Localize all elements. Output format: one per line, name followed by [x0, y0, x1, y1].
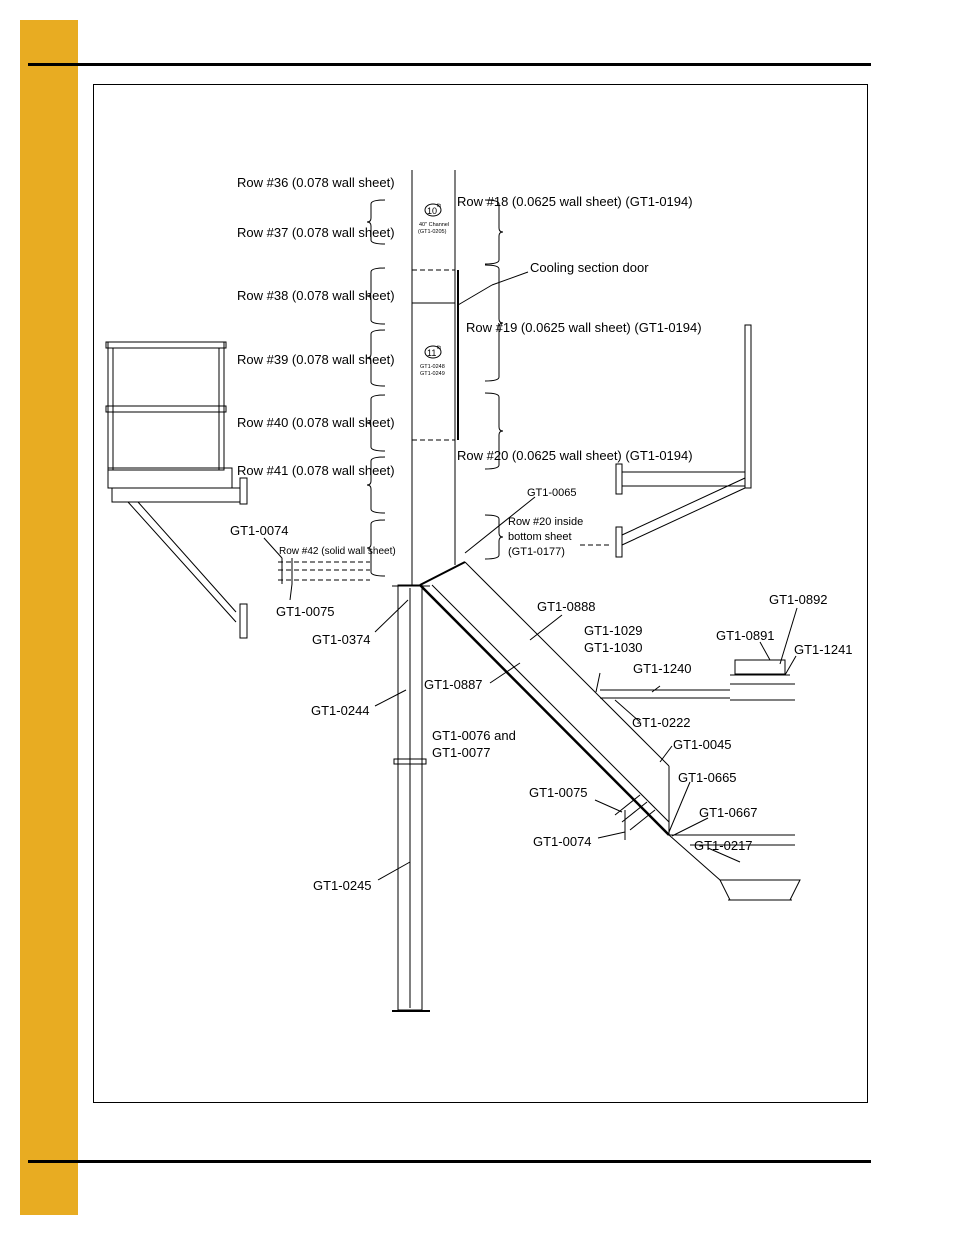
row-label: Row #38 (0.078 wall sheet) [237, 288, 395, 303]
row-42-label: Row #42 (solid wall sheet) [279, 546, 396, 557]
badge-10th: 10 th 40" Channel (GT1-0205) [418, 203, 449, 235]
right-braces [484, 199, 504, 560]
callout-gt1-0892: GT1-0892 [769, 592, 828, 607]
right-row-labels: Row #18 (0.0625 wall sheet) (GT1-0194) R… [457, 194, 702, 463]
callout-gt1-0074-b: GT1-0074 [533, 834, 592, 849]
callout-gt1-1241: GT1-1241 [794, 642, 853, 657]
callout-gt1-0888: GT1-0888 [537, 599, 596, 614]
callout-gt1-1029: GT1-1029 [584, 623, 643, 638]
callout-gt1-0667: GT1-0667 [699, 805, 758, 820]
row-label: Row #36 (0.078 wall sheet) [237, 175, 395, 190]
callout-gt1-0222: GT1-0222 [632, 715, 691, 730]
left-platform [105, 341, 248, 639]
header-rule [28, 63, 871, 66]
row-label: Row #18 (0.0625 wall sheet) (GT1-0194) [457, 194, 693, 209]
badge-sup: th [437, 345, 441, 351]
callout-gt1-0665: GT1-0665 [678, 770, 737, 785]
callout-gt1-0245: GT1-0245 [313, 878, 372, 893]
inside-sheet-label: Row #20 inside bottom sheet (GT1-0177) [508, 516, 583, 558]
badge-line: (GT1-0205) [418, 229, 447, 235]
callout-gt1-0074: GT1-0074 [230, 523, 289, 538]
support-column [392, 584, 430, 1012]
inside-line: (GT1-0177) [508, 546, 565, 558]
part-callouts: GT1-0065 GT1-0074 GT1-0075 GT1-0374 GT1-… [230, 487, 853, 893]
footer-rule [28, 1160, 871, 1163]
callout-gt1-1240: GT1-1240 [633, 661, 692, 676]
row-label: Row #40 (0.078 wall sheet) [237, 415, 395, 430]
left-row-labels: Row #36 (0.078 wall sheet) Row #37 (0.07… [237, 175, 395, 478]
inside-line: Row #20 inside [508, 516, 583, 528]
badge-number: 10 [427, 206, 437, 216]
callout-gt1-0045: GT1-0045 [673, 737, 732, 752]
callout-gt1-0077: GT1-0077 [432, 745, 491, 760]
callout-gt1-0374: GT1-0374 [312, 632, 371, 647]
badge-sup: th [437, 203, 441, 209]
callout-gt1-0076: GT1-0076 and [432, 728, 516, 743]
callout-gt1-0065: GT1-0065 [527, 487, 577, 499]
row-label: Row #39 (0.078 wall sheet) [237, 352, 395, 367]
badge-11th: 11 th GT1-0248 GT1-0249 [420, 345, 445, 377]
cooling-door-label: Cooling section door [530, 260, 649, 275]
callout-gt1-0217: GT1-0217 [694, 838, 753, 853]
badge-line: GT1-0248 [420, 364, 445, 370]
hopper-chute [419, 561, 801, 901]
row-label: Row #19 (0.0625 wall sheet) (GT1-0194) [466, 320, 702, 335]
right-platform [580, 324, 752, 558]
inside-line: bottom sheet [508, 531, 572, 543]
side-tab [20, 20, 78, 1215]
callout-gt1-0244: GT1-0244 [311, 703, 370, 718]
callout-gt1-0075-b: GT1-0075 [529, 785, 588, 800]
row-label: Row #20 (0.0625 wall sheet) (GT1-0194) [457, 448, 693, 463]
badge-line: 40" Channel [419, 222, 449, 228]
badge-number: 11 [427, 348, 436, 358]
callout-gt1-0887: GT1-0887 [424, 677, 483, 692]
callout-gt1-1030: GT1-1030 [584, 640, 643, 655]
row-label: Row #41 (0.078 wall sheet) [237, 463, 395, 478]
badge-line: GT1-0249 [420, 371, 445, 377]
structure-lines [105, 170, 801, 1012]
drawing-frame [93, 84, 868, 1103]
row-label: Row #37 (0.078 wall sheet) [237, 225, 395, 240]
callout-gt1-0075: GT1-0075 [276, 604, 335, 619]
callout-gt1-0891: GT1-0891 [716, 628, 775, 643]
leader-lines [263, 496, 798, 881]
left-braces [366, 199, 386, 577]
